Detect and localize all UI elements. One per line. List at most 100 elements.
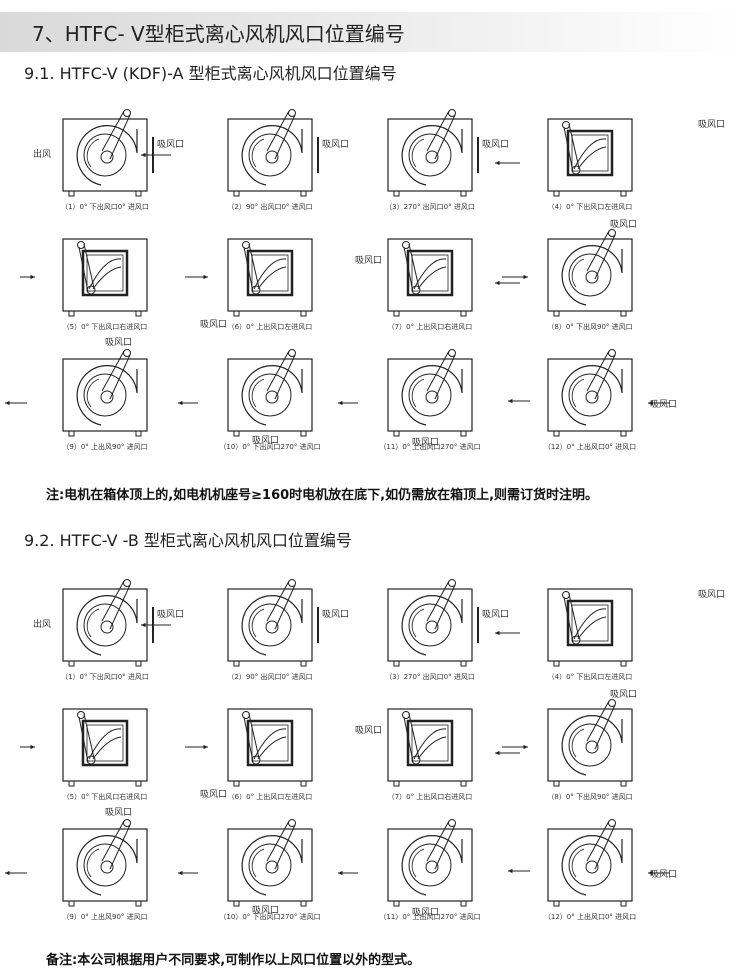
impeller	[568, 253, 612, 297]
motor-pulley	[608, 819, 616, 827]
impeller	[568, 373, 612, 417]
motor-pulley	[86, 755, 96, 765]
impeller-curve	[577, 616, 607, 640]
scroll-housing	[241, 125, 303, 186]
rotation-arc	[86, 848, 100, 878]
belt	[274, 114, 296, 160]
impeller	[408, 843, 452, 887]
hub	[585, 740, 599, 754]
arrow-head	[338, 870, 343, 876]
scroll-housing	[561, 365, 623, 426]
belt	[403, 716, 414, 763]
hub	[100, 150, 114, 164]
scroll-housing	[76, 125, 138, 186]
scroll-housing	[76, 365, 138, 426]
cabinet-foot	[135, 310, 142, 317]
motor-pulley	[288, 579, 296, 587]
cabinet-foot	[233, 430, 240, 437]
scroll-housing	[561, 715, 623, 776]
outlet-label: 出风	[33, 148, 51, 160]
fan-unit: 吸风口	[227, 109, 349, 197]
arrow-head	[523, 744, 528, 750]
motor-pulley	[288, 109, 296, 117]
diagram-caption: （1）0° 下出风口0° 进风口	[61, 672, 149, 681]
impeller-curve	[577, 146, 607, 170]
diagram-caption: （2）90° 出风口0° 进风口	[227, 672, 312, 681]
belt	[408, 243, 420, 289]
cabinet-foot	[620, 310, 627, 317]
belt	[274, 824, 296, 870]
cabinet-foot	[620, 430, 627, 437]
inlet-label: 吸风口	[322, 609, 349, 620]
motor-pulley	[608, 229, 616, 237]
cabinet-foot	[135, 900, 142, 907]
diagram-caption: （8）0° 下出风90° 进风口	[547, 322, 632, 331]
inlet-frame	[81, 719, 129, 767]
inlet-label: 吸风口	[650, 399, 677, 410]
motor-pulley	[123, 109, 131, 117]
arrow-head	[5, 870, 10, 876]
page-title: 7、HTFC- Ⅴ型柜式离心风机风口位置编号	[32, 22, 405, 46]
cabinet-foot	[300, 190, 307, 197]
scroll-housing	[561, 835, 623, 896]
inlet-grille	[411, 254, 449, 292]
cabinet-foot	[233, 660, 240, 667]
cabinet-foot	[68, 660, 75, 667]
fan-unit: 吸风口	[495, 689, 637, 787]
diagram-caption: （10）0° 下出风口270° 进风口	[219, 442, 320, 451]
motor-pulley	[123, 349, 131, 357]
motor-pulley	[251, 755, 261, 765]
inlet-grille	[571, 604, 609, 642]
inlet-label: 吸风口	[482, 139, 509, 150]
cabinet-foot	[393, 190, 400, 197]
hub	[265, 150, 279, 164]
hub	[265, 860, 279, 874]
arrow-head	[648, 400, 653, 406]
cabinet-outline	[62, 828, 148, 902]
belt	[434, 824, 456, 870]
cabinet-foot	[460, 780, 467, 787]
impeller-curve	[417, 736, 447, 760]
diagram-caption: （8）0° 下出风90° 进风口	[547, 792, 632, 801]
fan-unit: 吸风口	[5, 807, 148, 907]
arrow-head	[508, 398, 513, 404]
belt	[78, 246, 89, 293]
cabinet-foot	[553, 780, 560, 787]
belt	[109, 584, 131, 630]
section-a-note: 注:电机在箱体顶上的,如电机机座号≥160时电机放在底下,如仍需放在箱顶上,则需…	[46, 488, 599, 503]
cabinet-outline	[547, 828, 633, 902]
inlet-label: 吸风口	[105, 337, 132, 348]
arrow-head	[30, 744, 35, 750]
cabinet-foot	[68, 430, 75, 437]
cabinet-foot	[393, 780, 400, 787]
diagram-caption: （7）0° 上出风口右进风口	[388, 322, 473, 331]
arrow-head	[523, 274, 528, 280]
inlet-label: 吸风口	[355, 255, 382, 266]
impeller	[83, 603, 127, 647]
cabinet-outline	[227, 828, 313, 902]
impeller-curve	[573, 608, 607, 640]
belt	[586, 700, 610, 742]
arrow-head	[141, 152, 146, 158]
arrow-head	[203, 744, 208, 750]
cabinet-foot	[393, 660, 400, 667]
arrow-head	[141, 622, 146, 628]
impeller-curve	[413, 728, 447, 760]
cabinet-foot	[300, 780, 307, 787]
inlet-label: 吸风口	[698, 119, 725, 130]
motor-pulley	[411, 755, 421, 765]
outlet-label: 出风	[33, 618, 51, 630]
diagram-caption: （4）0° 下出风口左进风口	[548, 672, 633, 681]
cabinet-outline	[62, 588, 148, 662]
cabinet-outline	[62, 358, 148, 432]
fan-unit: 吸风口	[62, 109, 184, 197]
fan-unit: 吸风口	[495, 588, 725, 667]
inlet-label: 吸风口	[650, 869, 677, 880]
diagram-caption: （6）0° 上出风口左进风口	[228, 322, 313, 331]
motor-pulley	[571, 635, 581, 645]
cabinet-foot	[460, 430, 467, 437]
header-banner: 7、HTFC- Ⅴ型柜式离心风机风口位置编号	[0, 12, 740, 52]
inlet-label: 吸风口	[200, 789, 227, 800]
inlet-grille	[86, 724, 124, 762]
